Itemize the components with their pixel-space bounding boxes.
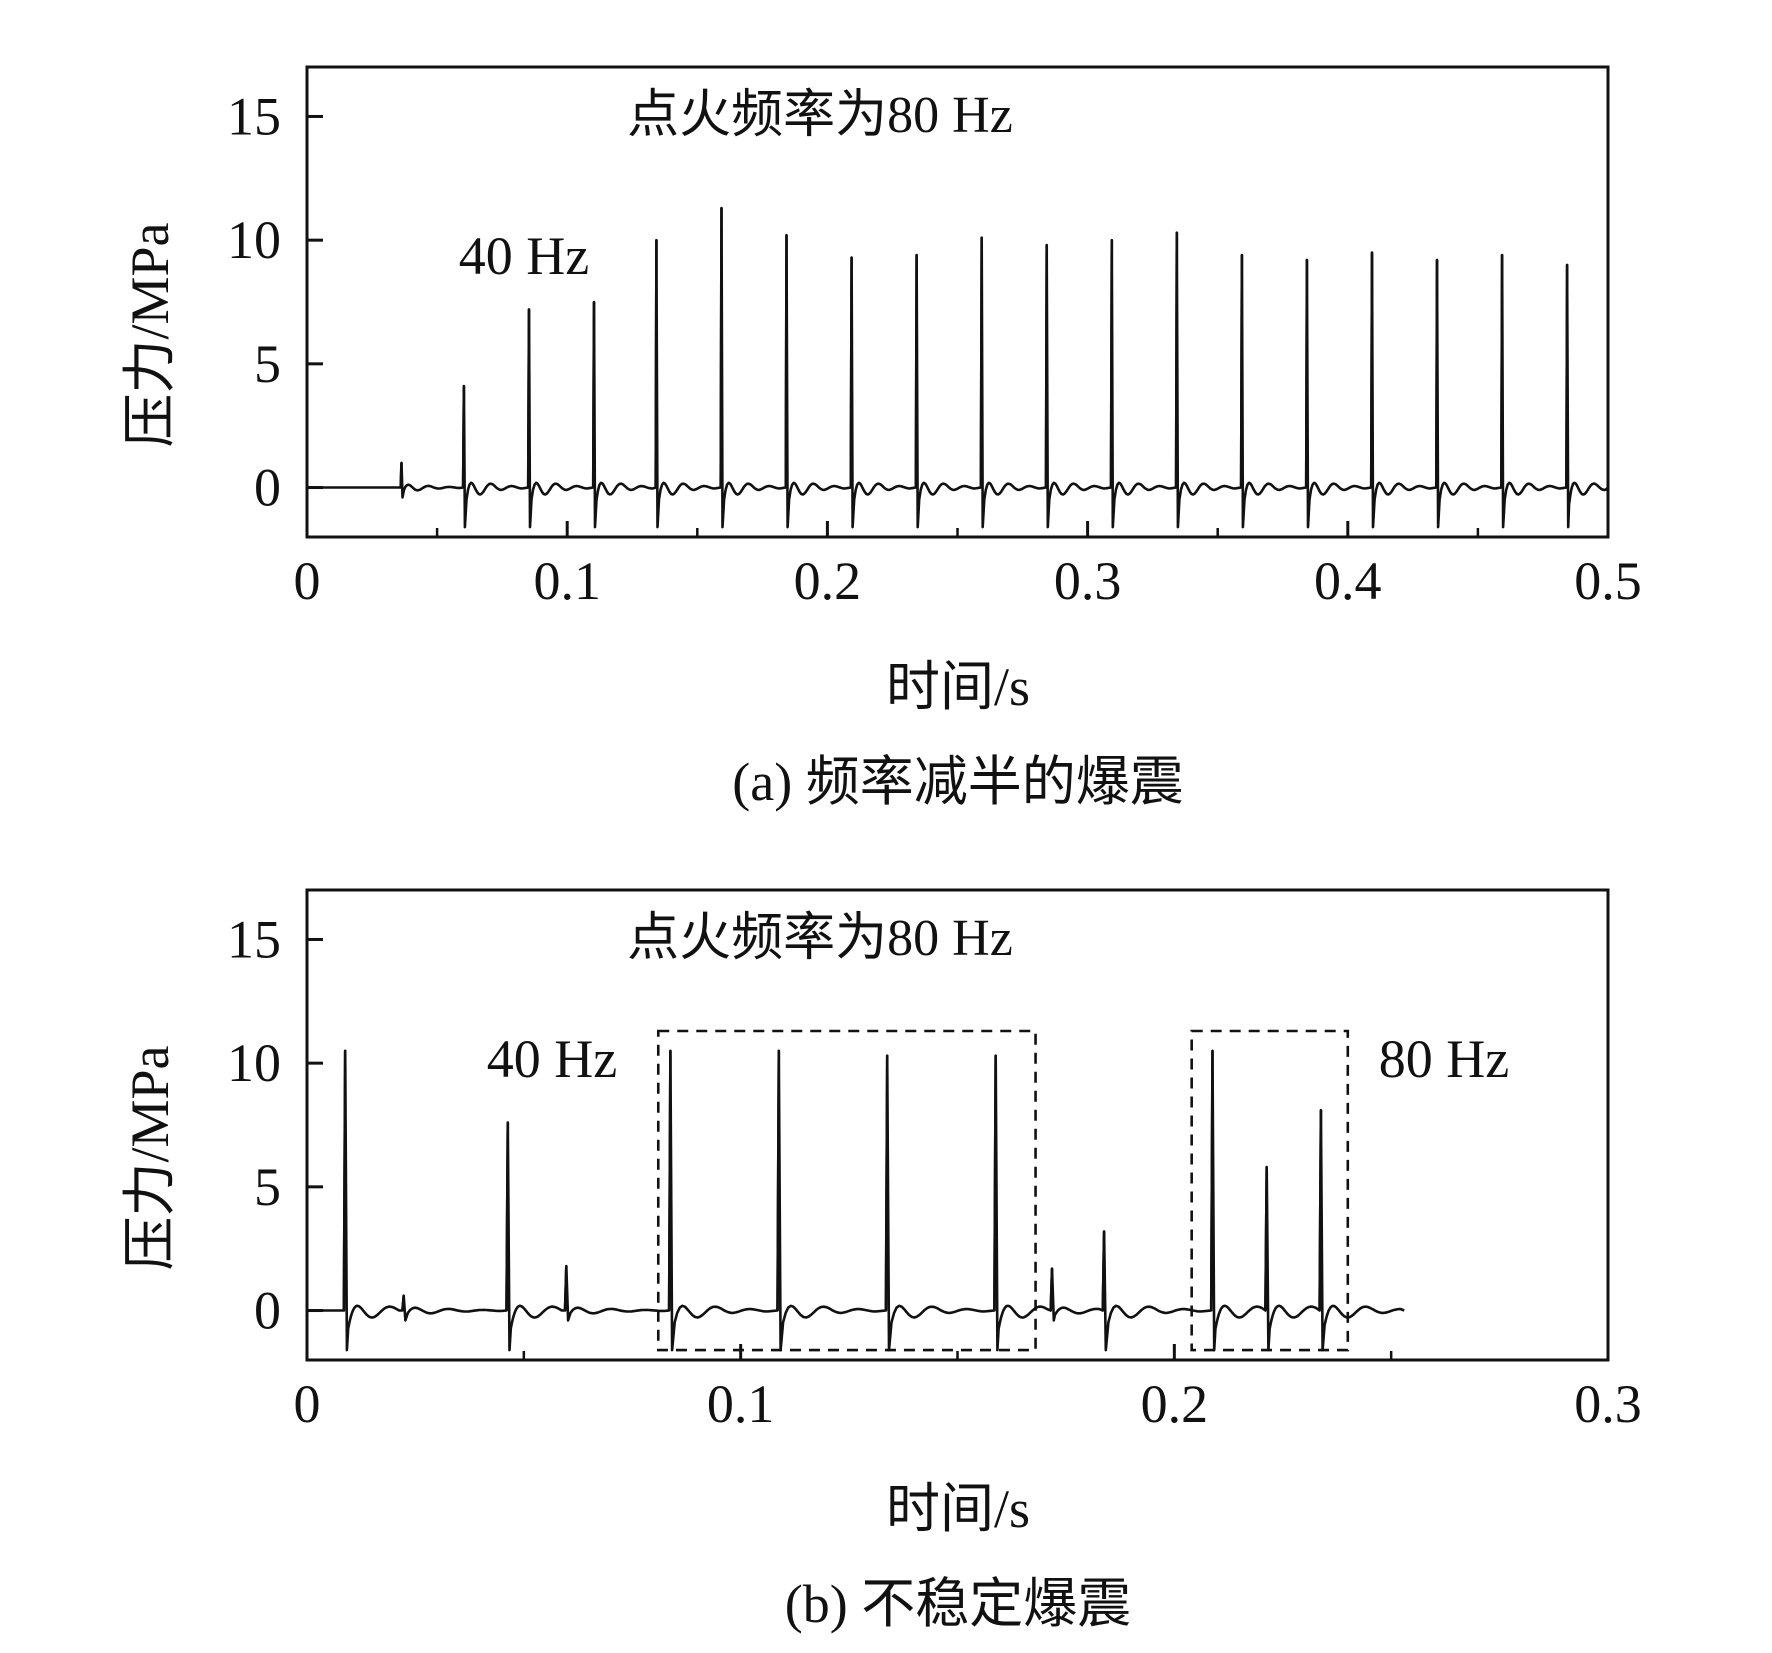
x-tick-label: 0.4 <box>1314 551 1382 611</box>
spike-peak <box>1239 254 1244 488</box>
x-axis-label-b: 时间/s <box>886 1479 1030 1539</box>
spike-peak <box>1565 264 1569 488</box>
spike-peak <box>993 1055 997 1311</box>
x-tick-label: 0 <box>294 551 321 611</box>
y-tick-label: 15 <box>227 86 281 146</box>
x-tick-label: 0.1 <box>707 1374 775 1434</box>
axis-ticks-a: 0 5 10 15 0 0.1 0.2 0.3 0.4 0.5 <box>227 86 1642 611</box>
spike-peak <box>461 386 466 488</box>
annotation-40hz-b: 40 Hz <box>487 1029 617 1089</box>
spike-peak <box>1264 1167 1269 1311</box>
spike-peak <box>1500 254 1504 488</box>
pressure-trace-a <box>307 206 1609 529</box>
spike-peak <box>401 1295 406 1311</box>
annotation-80hz-b: 80 Hz <box>1379 1029 1509 1089</box>
spike-peak <box>563 1265 568 1311</box>
spike-peak <box>979 237 983 488</box>
y-tick-label: 10 <box>227 1033 281 1093</box>
spike-peak <box>1434 259 1439 488</box>
highlight-box <box>1190 1029 1350 1352</box>
x-tick-label: 0.3 <box>1054 551 1122 611</box>
y-tick-label: 0 <box>254 1281 281 1341</box>
x-tick-label: 0.1 <box>533 551 601 611</box>
x-tick-label: 0.2 <box>1141 1374 1209 1434</box>
y-axis-label-a: 压力/MPa <box>120 222 180 447</box>
highlight-box <box>656 1029 1037 1352</box>
spike-peak <box>654 240 658 488</box>
spike-peak <box>1304 259 1309 488</box>
spike-peak <box>591 301 596 488</box>
x-tick-label: 0 <box>294 1374 321 1434</box>
y-axis-label-b: 压力/MPa <box>120 1045 180 1270</box>
spike-peak <box>884 1055 889 1311</box>
spike-peak <box>342 1050 347 1311</box>
spike-peak <box>1174 232 1179 488</box>
spike-peak <box>1044 245 1049 488</box>
y-tick-label: 15 <box>227 909 281 969</box>
spike-marks-b <box>342 1050 1323 1311</box>
x-tick-label: 0.3 <box>1574 1374 1642 1434</box>
spike-peak <box>526 309 531 488</box>
spike-marks-a <box>399 207 1569 488</box>
y-tick-label: 5 <box>254 1157 281 1217</box>
x-tick-label: 0.5 <box>1574 551 1642 611</box>
spike-peak <box>776 1050 781 1311</box>
caption-a: (a) 频率减半的爆震 <box>732 752 1183 812</box>
spike-peak <box>1109 240 1114 488</box>
chart-title-b: 点火频率为80 Hz <box>627 910 1013 967</box>
chart-title-a: 点火频率为80 Hz <box>627 87 1013 144</box>
x-tick-label: 0.2 <box>794 551 862 611</box>
highlight-boxes-b <box>656 1029 1350 1352</box>
spike-peak <box>784 235 788 488</box>
spike-peak <box>1369 252 1374 488</box>
spike-peak <box>1209 1050 1214 1311</box>
annotation-40hz-a: 40 Hz <box>459 226 589 286</box>
spike-peak <box>719 207 723 488</box>
spike-peak <box>1049 1268 1054 1311</box>
axis-ticks-b: 0 5 10 15 0 0.1 0.2 0.3 <box>227 909 1642 1434</box>
spike-peak <box>1318 1110 1323 1311</box>
y-tick-label: 10 <box>227 210 281 270</box>
spike-peak <box>667 1050 672 1311</box>
spike-peak <box>1101 1231 1106 1311</box>
x-axis-label-a: 时间/s <box>886 657 1030 717</box>
spike-peak <box>849 257 853 488</box>
spike-peak <box>505 1122 510 1311</box>
caption-b: (b) 不稳定爆震 <box>785 1574 1131 1634</box>
spike-peak <box>399 462 403 488</box>
y-tick-label: 5 <box>254 334 281 394</box>
spike-peak <box>914 254 918 488</box>
pressure-trace-b <box>307 1049 1405 1352</box>
y-tick-label: 0 <box>254 458 281 518</box>
